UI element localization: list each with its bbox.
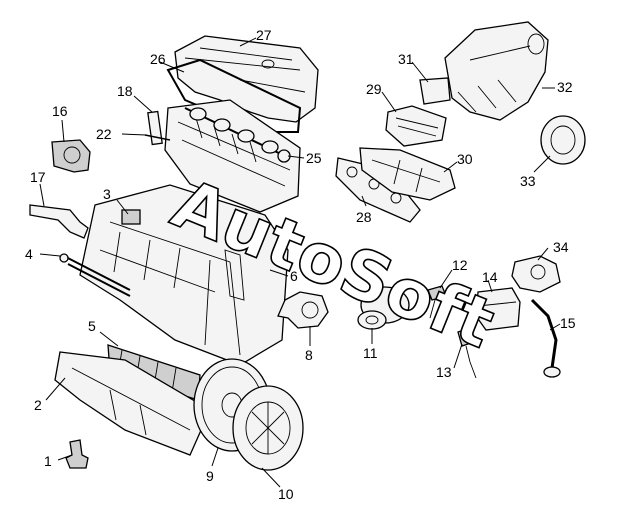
callout-32: 32 <box>557 79 573 95</box>
pump <box>51 139 91 173</box>
callout-12: 12 <box>452 257 468 273</box>
callout-labels: 1 2 3 4 5 6 8 9 10 11 12 13 14 15 16 17 … <box>25 27 576 502</box>
callout-5: 5 <box>88 318 96 334</box>
intake-manifold <box>444 21 549 121</box>
camshaft <box>184 107 291 163</box>
callout-34: 34 <box>553 239 569 255</box>
leader-lines <box>39 37 561 488</box>
temperature-sensor <box>121 209 141 225</box>
wastegate-actuator <box>511 255 561 293</box>
callout-30: 30 <box>457 151 473 167</box>
heat-shield <box>385 105 447 147</box>
callout-11: 11 <box>363 345 378 361</box>
intake-manifold-gasket <box>419 77 451 105</box>
callout-33: 33 <box>520 173 536 189</box>
vacuum-pump <box>277 291 329 329</box>
callout-8: 8 <box>305 347 313 363</box>
coolant-pipe <box>29 204 89 239</box>
injector <box>147 110 163 146</box>
cylinder-head <box>164 99 301 213</box>
clutch-assembly <box>232 385 304 471</box>
callout-31: 31 <box>398 51 414 67</box>
callout-28: 28 <box>356 209 372 225</box>
callout-25: 25 <box>306 150 322 166</box>
engine-block <box>79 184 289 366</box>
callout-1: 1 <box>44 453 52 469</box>
dipstick-tube <box>59 253 131 297</box>
valve-cover-gasket <box>166 58 302 133</box>
callout-10: 10 <box>278 486 294 502</box>
callout-27: 27 <box>256 27 272 43</box>
callout-22: 22 <box>96 126 112 142</box>
vacuum-reservoir <box>540 115 586 165</box>
exhaust-manifold <box>359 147 456 201</box>
callout-29: 29 <box>366 81 382 97</box>
callout-16: 16 <box>52 103 68 119</box>
callout-17: 17 <box>30 169 46 185</box>
oil-feed-fitting <box>427 285 447 319</box>
drain-plug <box>65 439 89 469</box>
callout-26: 26 <box>150 51 166 67</box>
callout-9: 9 <box>206 468 214 484</box>
glow-plug <box>144 134 171 141</box>
speed-sensor <box>457 327 477 379</box>
callout-3: 3 <box>103 186 111 202</box>
egr-valve <box>475 287 521 331</box>
egr-pipe <box>530 298 561 378</box>
callout-14: 14 <box>482 269 498 285</box>
callout-13: 13 <box>436 364 452 380</box>
callout-18: 18 <box>117 83 133 99</box>
callout-15: 15 <box>560 315 576 331</box>
turbocharger <box>357 286 410 330</box>
oil-pan <box>54 351 211 456</box>
callout-6: 6 <box>290 268 298 284</box>
callout-4: 4 <box>25 246 33 262</box>
callout-2: 2 <box>34 397 42 413</box>
